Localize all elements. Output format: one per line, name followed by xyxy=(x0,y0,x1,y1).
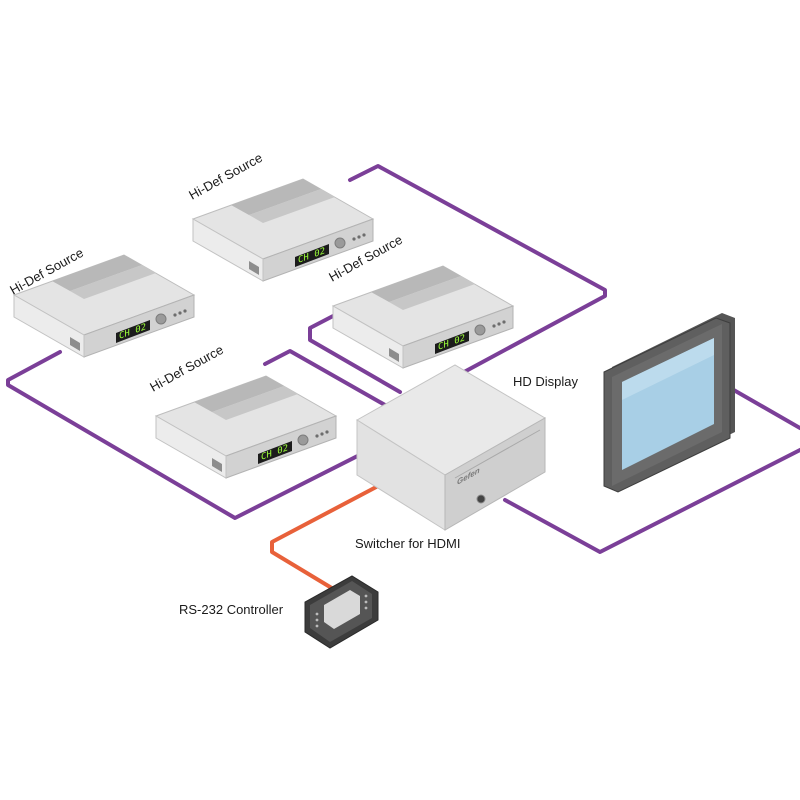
controller-button-icon xyxy=(315,618,319,622)
rs232-cable xyxy=(270,483,382,592)
hdmi-cables xyxy=(6,164,800,554)
hdmi-cable-source-2 xyxy=(348,164,607,394)
hi-def-source-1: CH 02 xyxy=(13,254,195,358)
hdmi-cable-source-1 xyxy=(6,350,397,520)
rs232-controller xyxy=(304,575,379,649)
hdmi-cable-source-3 xyxy=(308,313,402,394)
label-switcher: Switcher for HDMI xyxy=(355,536,460,551)
controller-button-icon xyxy=(364,594,368,598)
hi-def-source-4: CH 02 xyxy=(155,375,337,479)
label-hd-display: HD Display xyxy=(513,374,579,389)
switcher-power-button-icon xyxy=(476,494,486,504)
controller-button-icon xyxy=(315,612,319,616)
controller-button-icon xyxy=(364,606,368,610)
label-rs232-controller: RS-232 Controller xyxy=(179,602,284,617)
switcher-front-line xyxy=(454,429,541,479)
hdmi-cable-display-in xyxy=(723,383,800,430)
controller-button-icon xyxy=(364,600,368,604)
hi-def-source-2: CH 02 xyxy=(192,178,374,282)
controller-screen xyxy=(324,590,360,629)
hi-def-source-3: CH 02 xyxy=(332,265,514,369)
hdmi-cable-display xyxy=(503,448,800,554)
switcher-front-face xyxy=(444,417,546,531)
hd-display xyxy=(603,313,735,493)
hdmi-cable-source-4 xyxy=(263,349,387,407)
controller-button-icon xyxy=(315,624,319,628)
hdmi-switcher: Gefen xyxy=(356,364,546,531)
display-screen-glare xyxy=(622,338,714,400)
label-source-4: Hi-Def Source xyxy=(147,342,226,395)
label-source-2: Hi-Def Source xyxy=(186,150,265,203)
